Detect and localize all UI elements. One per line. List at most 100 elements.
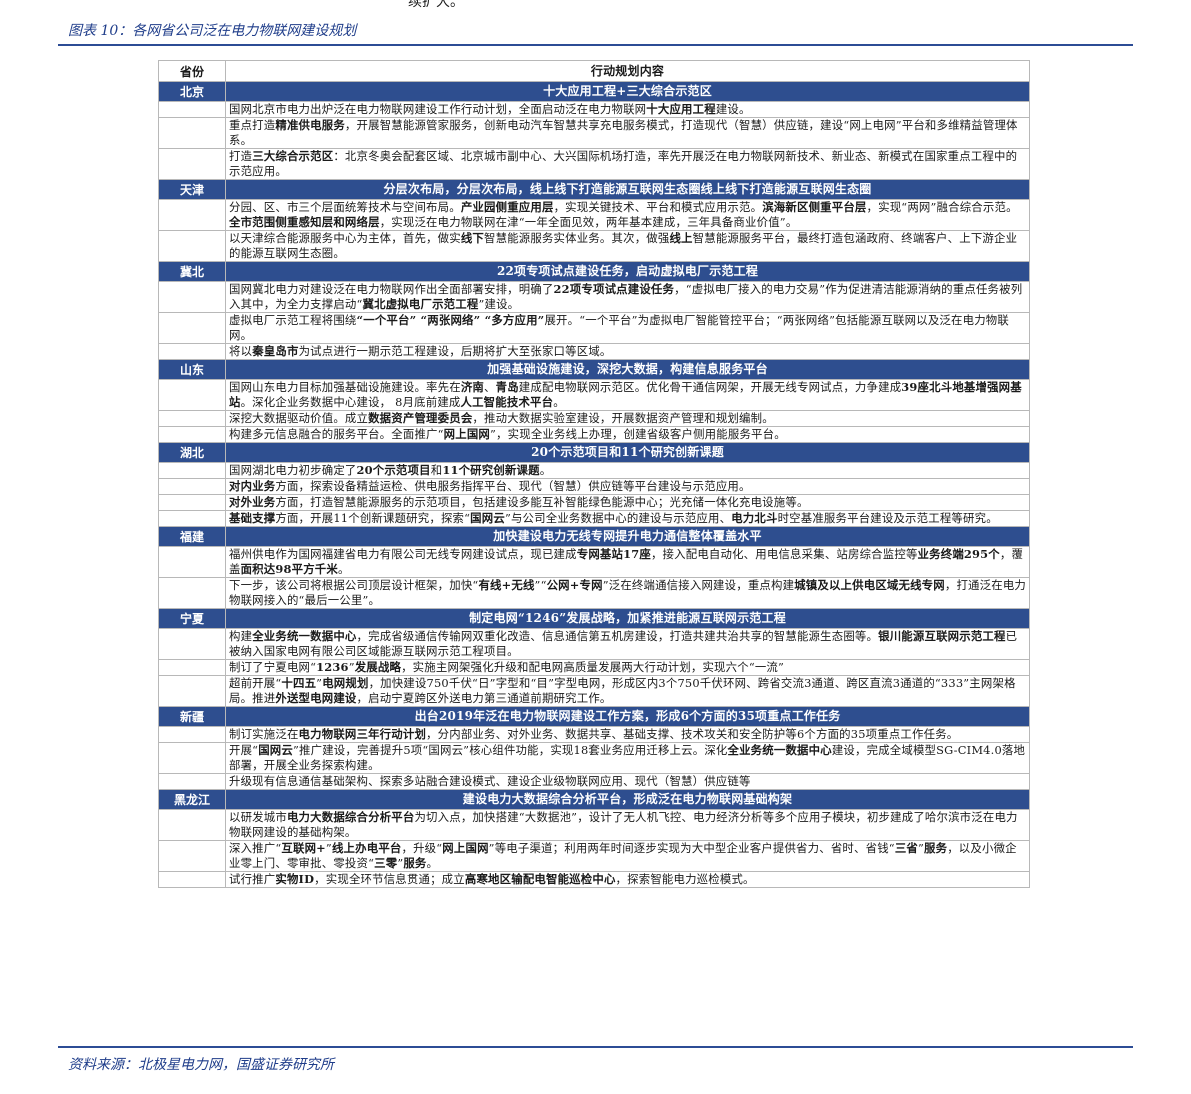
plain-text: 虚拟电厂示范工程将围绕	[229, 313, 357, 327]
plan-row: 构建多元信息融合的服务平台。全面推广“网上国网”，实现全业务线上办理，创建省级客…	[158, 426, 1030, 443]
plan-row: 国网山东电力目标加强基础设施建设。率先在济南、青岛建成配电物联网示范区。优化骨干…	[158, 379, 1030, 411]
plain-text: 以天津综合能源服务中心为主体，首先，做实	[229, 231, 461, 245]
emphasis-text: 线上	[669, 231, 693, 245]
plain-text: ：北京冬奥会配套区域、北京城市副中心、大兴国际机场打造，率先开展泛在电力物联网新…	[229, 149, 1018, 178]
plan-item-text: 深挖大数据驱动价值。成立数据资产管理委员会，推动大数据实验室建设，开展数据资产管…	[225, 410, 1030, 427]
plain-text: ，实现关键技术、平台和模式应用示范。	[553, 200, 763, 214]
plain-text: 。	[539, 463, 552, 477]
emphasis-text: 线下	[460, 231, 485, 245]
emphasis-text: 青岛	[495, 380, 519, 394]
emphasis-text: 秦皇岛市	[252, 344, 299, 358]
emphasis-text: 面积达98平方千米	[240, 562, 338, 576]
emphasis-text: 国网云	[258, 743, 293, 757]
emphasis-text: 有线+无线	[478, 578, 535, 592]
plain-text: ，接入配电自动化、用电信息采集、站房综合监控等	[650, 547, 918, 561]
province-name: 福建	[158, 526, 226, 547]
emphasis-text: 基础支撑	[229, 511, 276, 525]
plain-text: 。	[426, 856, 439, 870]
plain-text: ”，实现全业务线上办理，创建省级客户侧用能服务平台。	[490, 427, 786, 441]
emphasis-text: 公网+专网	[546, 578, 603, 592]
emphasis-text: 十大应用工程	[646, 102, 716, 116]
plan-item-text: 分园、区、市三个层面统筹技术与空间布局。产业园侧重应用层，实现关键技术、平台和模…	[225, 199, 1030, 231]
emphasis-text: 全业务统一数据中心	[727, 743, 832, 757]
province-blank-cell	[158, 117, 226, 149]
plan-row: 升级现有信息通信基础架构、探索多站融合建设模式、建设企业级物联网应用、现代（智慧…	[158, 773, 1030, 790]
plan-item-text: 福州供电作为国网福建省电力有限公司无线专网建设试点，现已建成专网基站17座，接入…	[225, 546, 1030, 578]
section-title: 出台2019年泛在电力物联网建设工作方案，形成6个方面的35项重点工作任务	[225, 706, 1030, 727]
plain-text: 已被纳入国家电网有限公司区域能源互联网示范工程项目。	[229, 629, 1018, 658]
plan-row: 以天津综合能源服务中心为主体，首先，做实线下智慧能源服务实体业务。其次，做强线上…	[158, 230, 1030, 262]
header-province: 省份	[158, 60, 226, 82]
emphasis-text: 专网基站17座	[576, 547, 651, 561]
plain-text: 建成配电物联网示范区。优化骨干通信网架，开展无线专网试点，力争建成	[518, 380, 902, 394]
plain-text: ，以及小微企业零上门、零审批、零投资“	[229, 841, 1017, 870]
section-header-row: 宁夏制定电网“1246”发展战略，加紧推进能源互联网示范工程	[158, 608, 1030, 629]
section-header-row: 新疆出台2019年泛在电力物联网建设工作方案，形成6个方面的35项重点工作任务	[158, 706, 1030, 727]
province-blank-cell	[158, 809, 226, 841]
emphasis-text: 滨海新区侧重平台层	[762, 200, 867, 214]
province-name: 新疆	[158, 706, 226, 727]
section-header-row: 山东加强基础设施建设，深挖大数据，构建信息服务平台	[158, 359, 1030, 380]
province-blank-cell	[158, 494, 226, 511]
province-blank-cell	[158, 871, 226, 888]
plain-text: ”	[348, 660, 355, 674]
emphasis-text: 1236	[316, 660, 349, 674]
plain-text: 构建多元信息融合的服务平台。全面推广“	[229, 427, 444, 441]
province-name: 天津	[158, 179, 226, 200]
plain-text: 打造	[229, 149, 253, 163]
emphasis-text: 外送型电网建设	[275, 691, 357, 705]
section-header-row: 北京十大应用工程+三大综合示范区	[158, 81, 1030, 102]
plan-row: 基础支撑方面，开展11个创新课题研究，探索“国网云”与公司全业务数据中心的建设与…	[158, 510, 1030, 527]
emphasis-text: 全业务统一数据中心	[252, 629, 357, 643]
section-title: 20个示范项目和11个研究创新课题	[225, 442, 1030, 463]
plan-row: 对内业务方面，探索设备精益运检、供电服务指挥平台、现代（智慧）供应链等平台建设与…	[158, 478, 1030, 495]
section-title: 分层次布局，分层次布局，线上线下打造能源互联网生态圈线上线下打造能源互联网生态圈	[225, 179, 1030, 200]
emphasis-text: 济南	[460, 380, 485, 394]
province-blank-cell	[158, 312, 226, 344]
emphasis-text: 网上国网	[442, 841, 489, 855]
plain-text: 建设。	[715, 102, 751, 116]
plain-text: ”推广建设，完善提升5项“国网云”核心组件功能，实现18套业务应用迁移上云。深化	[293, 743, 728, 757]
province-blank-cell	[158, 628, 226, 660]
section-title: 加快建设电力无线专网提升电力通信整体覆盖水平	[225, 526, 1030, 547]
figure-title: 图表 10：各网省公司泛在电力物联网建设规划	[68, 23, 357, 39]
province-blank-cell	[158, 546, 226, 578]
province-blank-cell	[158, 742, 226, 774]
plan-item-text: 试行推广实物ID，实现全环节信息贯通；成立高寒地区输配电智能巡检中心，探索智能电…	[225, 871, 1030, 888]
plain-text: ，启动宁夏跨区外送电力第三通道前期研究工作。	[356, 691, 612, 705]
section-title: 建设电力大数据综合分析平台，形成泛在电力物联网基础构架	[225, 789, 1030, 810]
plan-row: 国网湖北电力初步确定了20个示范项目和11个研究创新课题。	[158, 462, 1030, 479]
plan-row: 国网冀北电力对建设泛在电力物联网作出全面部署安排，明确了22项专项试点建设任务，…	[158, 281, 1030, 313]
emphasis-text: 发展战略	[354, 660, 402, 674]
plain-text: ”	[325, 841, 332, 855]
plan-item-text: 国网北京市电力出炉泛在电力物联网建设工作行动计划，全面启动泛在电力物联网十大应用…	[225, 101, 1030, 118]
province-blank-cell	[158, 379, 226, 411]
plain-text: 方面，开展11个创新课题研究，探索“	[275, 511, 471, 525]
plain-text: ”泛在终端通信接入网建设，重点构建	[602, 578, 795, 592]
plain-text: ，开展智慧能源管家服务，创新电动汽车智慧共享充电服务模式，打造现代（智慧）供应链…	[229, 118, 1018, 147]
emphasis-text: 十四五	[281, 676, 317, 690]
province-blank-cell	[158, 426, 226, 443]
plan-row: 试行推广实物ID，实现全环节信息贯通；成立高寒地区输配电智能巡检中心，探索智能电…	[158, 871, 1030, 888]
plain-text: 下一步，该公司将根据公司顶层设计框架，加快“	[229, 578, 479, 592]
emphasis-text: 电力大数据综合分析平台	[286, 810, 415, 824]
emphasis-text: “一个平台” “两张网络” “多方应用”	[356, 313, 545, 327]
province-blank-cell	[158, 199, 226, 231]
province-blank-cell	[158, 230, 226, 262]
source-note: 资料来源：北极星电力网，国盛证券研究所	[68, 1057, 334, 1073]
emphasis-text: 网上国网	[443, 427, 491, 441]
plain-text: 开展“	[229, 743, 259, 757]
plain-text: 国网冀北电力对建设泛在电力物联网作出全面部署安排，明确了	[229, 282, 554, 296]
province-blank-cell	[158, 462, 226, 479]
plan-item-text: 国网山东电力目标加强基础设施建设。率先在济南、青岛建成配电物联网示范区。优化骨干…	[225, 379, 1030, 411]
province-blank-cell	[158, 101, 226, 118]
plain-text: ，实施主网架强化升级和配电网高质量发展两大行动计划，实现六个“一流”	[401, 660, 785, 674]
plain-text: ，升级“	[401, 841, 443, 855]
plan-item-text: 构建全业务统一数据中心，完成省级通信传输网双重化改造、信息通信第五机房建设，打造…	[225, 628, 1030, 660]
plan-row: 打造三大综合示范区：北京冬奥会配套区域、北京城市副中心、大兴国际机场打造，率先开…	[158, 148, 1030, 180]
plan-row: 对外业务方面，打造智慧能源服务的示范项目，包括建设多能互补智能绿色能源中心；光充…	[158, 494, 1030, 511]
section-title: 十大应用工程+三大综合示范区	[225, 81, 1030, 102]
section-header-row: 黑龙江建设电力大数据综合分析平台，形成泛在电力物联网基础构架	[158, 789, 1030, 810]
emphasis-text: 城镇及以上供电区域无线专网	[794, 578, 945, 592]
